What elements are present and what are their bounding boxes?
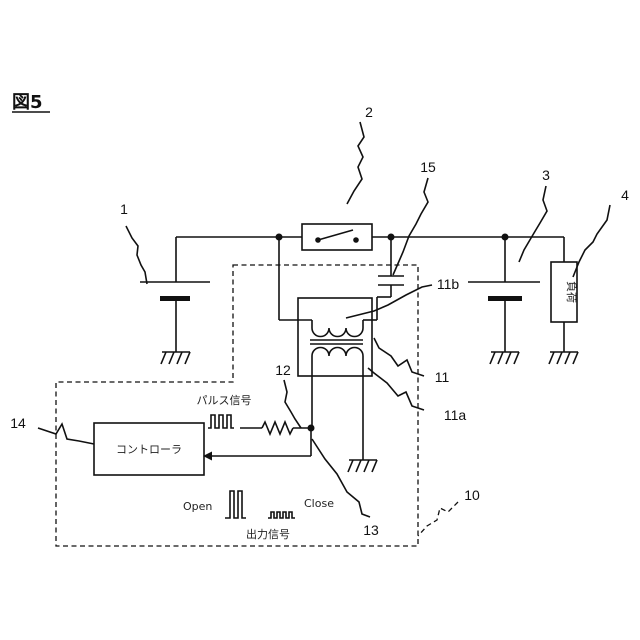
ground-symbol	[348, 460, 377, 472]
pulse-waveform	[208, 415, 234, 428]
relay-switch	[302, 224, 372, 250]
ref-numeral-13: 13	[363, 522, 379, 538]
controller-label: コントローラ	[116, 443, 182, 456]
close-waveform	[268, 512, 295, 518]
ref-numeral-11: 11	[435, 369, 450, 385]
ground-symbol	[490, 352, 519, 364]
ground-symbol	[161, 352, 190, 364]
ref-numeral-4: 4	[621, 187, 629, 203]
ref-numeral-10: 10	[464, 487, 480, 503]
ref-numeral-1: 1	[120, 201, 128, 217]
ref-numeral-3: 3	[542, 167, 550, 183]
close-label: Close	[304, 497, 334, 510]
ref-numeral-11a: 11a	[444, 407, 467, 423]
ref-numeral-11b: 11b	[437, 276, 460, 292]
ref-numeral-2: 2	[365, 104, 373, 120]
capacitor-symbol	[468, 237, 540, 352]
load-label: 負荷	[565, 281, 578, 303]
resistor-symbol	[262, 422, 293, 434]
primary-winding-coil	[312, 348, 363, 365]
figure-title: 図5	[12, 92, 43, 113]
transformer	[279, 237, 377, 460]
output-signal-label: 出力信号	[246, 527, 290, 541]
open-waveform	[225, 491, 246, 518]
leader-lines	[38, 122, 610, 536]
battery-symbol	[140, 237, 210, 352]
ground-symbol	[549, 352, 578, 364]
open-label: Open	[183, 500, 212, 513]
secondary-winding-coil	[312, 320, 363, 337]
ref-numeral-12: 12	[275, 362, 291, 378]
pulse-signal-label: パルス信号	[197, 394, 252, 407]
ref-numeral-14: 14	[10, 415, 26, 431]
ref-numeral-15: 15	[420, 159, 436, 175]
